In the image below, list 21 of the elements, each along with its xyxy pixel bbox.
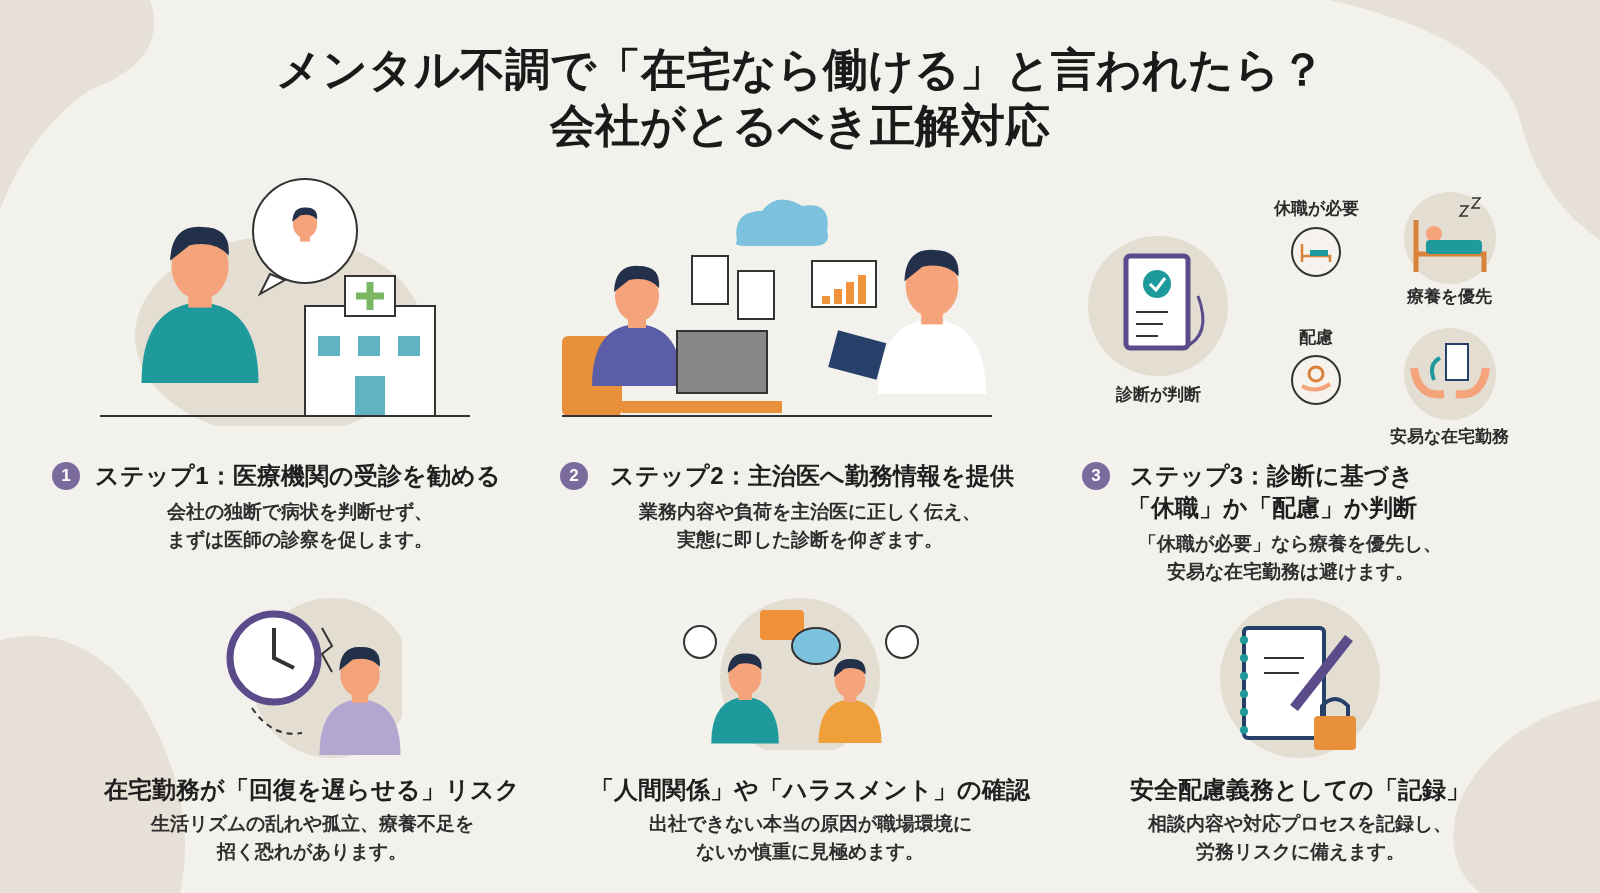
section-heading: 在宅勤務が「回復を遅らせる」リスク	[104, 775, 520, 805]
icon-caption: 療養を優先	[1406, 286, 1492, 308]
section-description: 相談内容や対応プロセスを記録し、労務リスクに備えます。	[1146, 812, 1453, 864]
section-description: 「休職が必要」なら療養を優先し、安易な在宅勤務は避けます。	[1137, 532, 1443, 584]
icon-caption: 休職が必要	[1273, 198, 1359, 220]
section-description: 生活リズムの乱れや孤立、療養不足を招く恐れがあります。	[149, 812, 475, 864]
step-number-badge: 2	[560, 462, 588, 490]
section-description: 会社の独断で病状を判断せず、まずは医師の診察を促します。	[166, 500, 434, 552]
section-heading: 安全配慮義務としての「記録」	[1130, 775, 1470, 805]
section-heading: ステップ1：医療機関の受診を勧める	[95, 461, 501, 491]
step-number-badge: 1	[52, 462, 80, 490]
section-heading: 「人間関係」や「ハラスメント」の確認	[590, 775, 1030, 805]
icon-caption: 診断が判断	[1115, 384, 1201, 406]
section-heading: ステップ3：診断に基づき「休職」か「配慮」か判断	[1126, 461, 1418, 524]
icon-caption: 安易な在宅勤務	[1389, 426, 1509, 448]
section-description: 出社できない本当の原因が職場環境にないか慎重に見極めます。	[647, 812, 973, 864]
section-description: 業務内容や負荷を主治医に正しく伝え、実態に即した診断を仰ぎます。	[638, 500, 982, 552]
section-heading: ステップ2：主治医へ勤務情報を提供	[610, 461, 1014, 491]
step-number-badge: 3	[1082, 462, 1110, 490]
title: メンタル不調で「在宅なら働ける」と言われたら？会社がとるべき正解対応	[274, 43, 1326, 154]
icon-caption: 配慮	[1299, 327, 1333, 349]
